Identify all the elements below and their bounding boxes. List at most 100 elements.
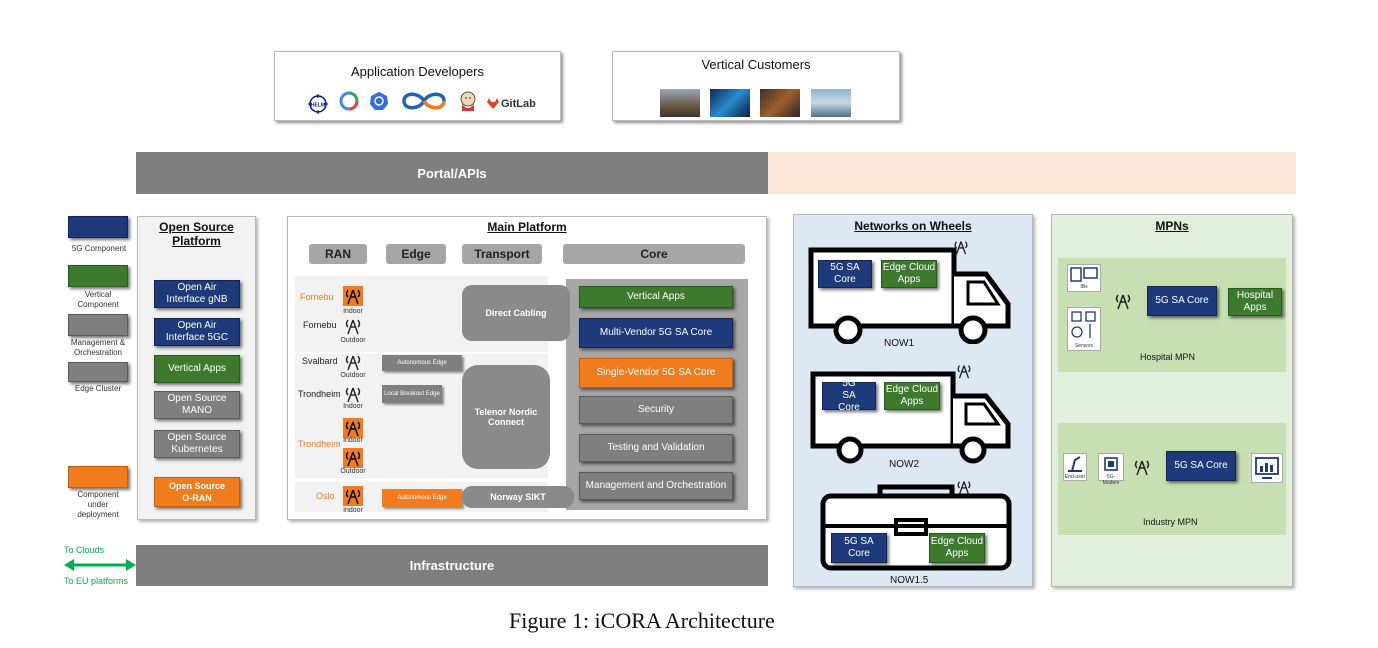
portal-extension-bar: [768, 152, 1296, 194]
infrastructure-bar: Infrastructure: [136, 545, 768, 586]
transport-norway-sikt: Norway SIKT: [462, 486, 574, 508]
core-security: Security: [579, 396, 733, 424]
legend-edge-swatch: [68, 362, 128, 382]
industry-modem-icon: 5G-Modem: [1098, 453, 1124, 486]
legend-deploying-swatch: [68, 466, 128, 488]
os-vertical-apps-block: Vertical Apps: [154, 355, 240, 383]
kubernetes-logo-icon: [369, 91, 389, 116]
application-developers-title: Application Developers: [351, 64, 484, 79]
hospital-iot2-label: Sensors: [1074, 343, 1094, 349]
tag-outdoor: Outdoor: [340, 337, 366, 344]
industry-core: 5G SA Core: [1166, 451, 1236, 481]
now15-label: NOW1.5: [890, 575, 929, 586]
tag-outdoor: Outdoor: [340, 372, 366, 379]
legend-5g-swatch: [68, 216, 128, 238]
jenkins-logo-icon: [459, 90, 477, 117]
tag-indoor: Indoor: [343, 437, 363, 444]
tag-indoor: Indoor: [343, 507, 363, 514]
now2-apps: Edge Cloud Apps: [884, 382, 940, 410]
customer-photo-industry: [760, 89, 800, 117]
legend-vertical-label: Vertical Component: [77, 290, 119, 309]
site-fornebu-orange: Fornebu: [300, 292, 334, 302]
transport-telenor-nordic: Telenor Nordic Connect: [462, 365, 550, 469]
site-trondheim: Trondheim: [298, 389, 341, 399]
header-ran: RAN: [309, 244, 367, 264]
helm-logo-icon: HELM: [307, 93, 329, 114]
edge-autonomous-oslo: Autonomous Edge: [382, 489, 462, 507]
to-eu-platforms-label: To EU platforms: [64, 576, 129, 586]
tag-indoor: Indoor: [343, 308, 363, 315]
infinity-devops-logo-icon: [399, 90, 449, 117]
legend-mgmt-label: Management & Orchestration: [70, 338, 126, 357]
now15-apps: Edge Cloud Apps: [929, 533, 985, 563]
site-svalbard: Svalbard: [302, 356, 338, 366]
legend-edge-label: Edge Cluster: [74, 384, 122, 393]
site-fornebu: Fornebu: [303, 320, 337, 330]
application-developers-card: Application Developers HELM: [274, 51, 561, 121]
now15-core: 5G SA Core: [831, 533, 887, 563]
antenna-tower-icon: [343, 286, 363, 306]
now1-apps: Edge Cloud Apps: [881, 260, 937, 288]
antenna-tower-icon: [1113, 291, 1133, 311]
vertical-customers-card: Vertical Customers: [612, 51, 900, 121]
core-panel: [566, 279, 748, 510]
open-source-platform-title: Open Source Platform: [159, 220, 234, 248]
industry-mpn-label: Industry MPN: [1143, 517, 1198, 527]
edge-local-breakout: Local Breakout Edge: [382, 385, 442, 403]
truck-icon: [810, 371, 1011, 464]
hospital-mpn-label: Hospital MPN: [1140, 352, 1196, 362]
antenna-tower-icon: [952, 238, 970, 256]
antenna-tower-icon: [343, 384, 363, 404]
industry-dev2-label: 5G-Modem: [1102, 474, 1120, 486]
site-trondheim-orange: Trondheim: [298, 439, 341, 449]
hospital-apps: Hospital Apps: [1228, 288, 1282, 316]
hospital-device-icon: IBs: [1067, 264, 1101, 292]
tag-indoor: Indoor: [343, 403, 363, 410]
gitlab-fox-icon: [487, 98, 499, 109]
hospital-core: 5G SA Core: [1147, 286, 1217, 316]
kubernetes-block: Open Source Kubernetes: [154, 430, 240, 458]
edge-autonomous-svalbard: Autonomous Edge: [382, 355, 462, 371]
header-transport: Transport: [462, 244, 542, 264]
figure-caption: Figure 1: iCORA Architecture: [509, 608, 775, 633]
gitlab-logo: GitLab: [487, 98, 536, 110]
core-vertical-apps: Vertical Apps: [579, 286, 733, 308]
core-multi-vendor: Multi-Vendor 5G SA Core: [579, 318, 733, 348]
legend-5g-label: 5G Component: [71, 244, 127, 253]
antenna-tower-icon: [343, 418, 363, 438]
hospital-iot1-label: IBs: [1080, 284, 1088, 290]
customer-photo-tech: [710, 89, 750, 117]
site-oslo: Oslo: [316, 491, 335, 501]
oai-gnb-block: Open Air Interface gNB: [154, 280, 240, 308]
helm-logo-text: HELM: [311, 102, 325, 108]
portal-apis-label: Portal/APIs: [417, 165, 487, 181]
antenna-tower-icon: [343, 316, 363, 336]
vertical-customers-title: Vertical Customers: [701, 57, 811, 72]
now1-core: 5G SA Core: [818, 260, 872, 288]
oran-block: Open Source O-RAN: [154, 477, 240, 507]
osm-block: Open Source MANO: [154, 391, 240, 419]
industry-dev1-label: End-user: [1064, 474, 1086, 480]
bidirectional-arrow-icon: [64, 559, 136, 571]
header-core: Core: [563, 244, 745, 264]
networks-on-wheels-title: Networks on Wheels: [854, 219, 972, 233]
legend-vertical-swatch: [68, 265, 128, 287]
industry-monitor-icon: [1251, 453, 1283, 483]
antenna-tower-icon: [343, 352, 363, 372]
legend-mgmt-swatch: [68, 314, 128, 336]
main-platform-title: Main Platform: [487, 220, 567, 234]
antenna-tower-icon: [955, 362, 973, 380]
core-single-vendor: Single-Vendor 5G SA Core: [579, 358, 733, 388]
antenna-tower-icon: [343, 486, 363, 506]
infrastructure-label: Infrastructure: [409, 558, 495, 573]
core-management: Management and Orchestration: [579, 472, 733, 500]
to-clouds-label: To Clouds: [64, 545, 105, 555]
transport-direct-cabling: Direct Cabling: [462, 285, 570, 341]
colorful-circle-logo-icon: [339, 91, 359, 116]
mpns-title: MPNs: [1155, 219, 1189, 233]
oai-5gc-block: Open Air Interface 5GC: [154, 318, 240, 346]
hospital-sensors-icon: Sensors: [1067, 307, 1101, 351]
developer-logos: HELM: [307, 90, 536, 117]
customer-photo-ship: [811, 89, 851, 117]
portal-apis-bar: Portal/APIs: [136, 152, 768, 194]
